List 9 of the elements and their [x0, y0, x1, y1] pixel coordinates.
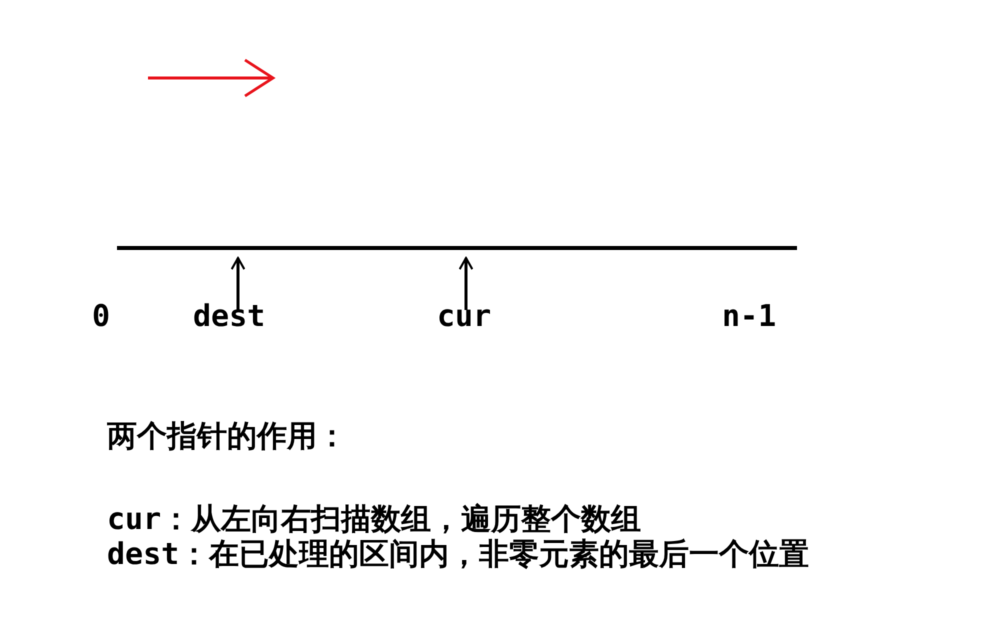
- heading: 两个指针的作用：: [107, 420, 347, 454]
- axis-label: n-1: [722, 300, 776, 334]
- note-text: dest：在已处理的区间内，非零元素的最后一个位置: [107, 538, 810, 572]
- leader-arrow: [230, 256, 246, 310]
- leader-arrow: [458, 256, 474, 310]
- axis-label: 0: [92, 300, 110, 334]
- note-text: cur：从左向右扫描数组，遍历整个数组: [107, 503, 642, 537]
- pointer-label: dest: [193, 300, 275, 334]
- pointer-label: cur: [437, 300, 499, 334]
